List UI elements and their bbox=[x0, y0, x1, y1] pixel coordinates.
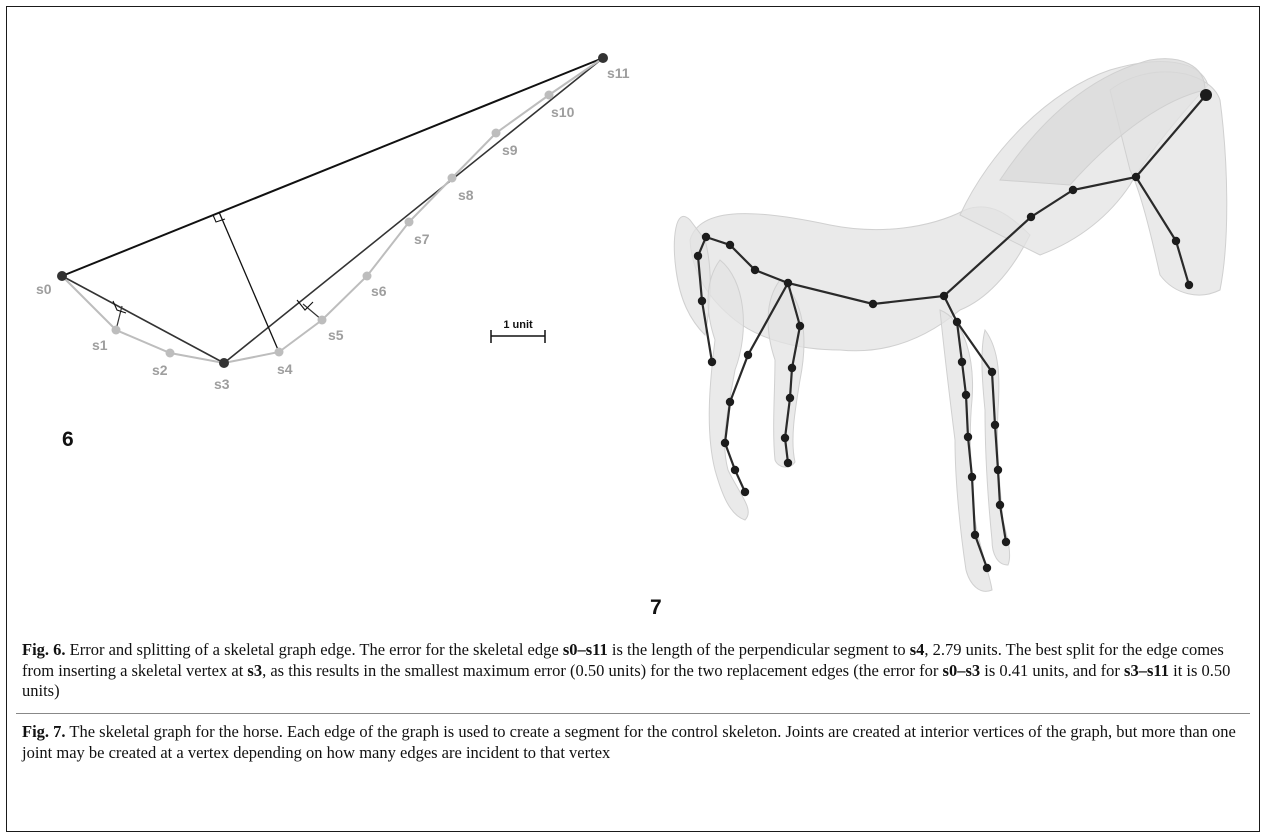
skeleton-vertex bbox=[964, 433, 972, 441]
skeleton-vertex bbox=[962, 391, 970, 399]
horse-mesh bbox=[674, 59, 1226, 592]
vertex-label-s5: s5 bbox=[328, 327, 344, 343]
fig6-caption-text-5: is 0.41 units, and for bbox=[980, 661, 1124, 680]
skeleton-vertex bbox=[1185, 281, 1193, 289]
vertex-label-s4: s4 bbox=[277, 361, 293, 377]
fig6-caption-bold-4: s0–s3 bbox=[943, 661, 981, 680]
fig6-caption: Fig. 6. Error and splitting of a skeleta… bbox=[22, 640, 1244, 702]
skeleton-vertex bbox=[788, 364, 796, 372]
skeleton-vertex bbox=[784, 459, 792, 467]
skeleton-vertex bbox=[781, 434, 789, 442]
fig6-caption-text-4: , as this results in the smallest maximu… bbox=[262, 661, 942, 680]
edge-s0-s11 bbox=[62, 58, 603, 276]
skeleton-vertex bbox=[1200, 89, 1212, 101]
polyline-s0-s11 bbox=[62, 58, 603, 363]
skeleton-vertex bbox=[1069, 186, 1077, 194]
skeleton-vertex bbox=[786, 394, 794, 402]
vertex-s8 bbox=[448, 174, 457, 183]
skeleton-vertex bbox=[698, 297, 706, 305]
vertex-label-s2: s2 bbox=[152, 362, 168, 378]
skeleton-vertex bbox=[726, 241, 734, 249]
fig7-caption-text: The skeletal graph for the horse. Each e… bbox=[22, 722, 1236, 762]
vertex-label-s11: s11 bbox=[607, 65, 630, 81]
skeleton-vertex bbox=[988, 368, 996, 376]
caption-divider bbox=[16, 713, 1250, 714]
skeleton-vertex bbox=[721, 439, 729, 447]
fig6-caption-prefix: Fig. 6. bbox=[22, 640, 66, 659]
skeleton-vertex bbox=[1002, 538, 1010, 546]
vertex-label-s9: s9 bbox=[502, 142, 518, 158]
skeleton-vertex bbox=[958, 358, 966, 366]
fig6-caption-bold-1: s0–s11 bbox=[563, 640, 608, 659]
edge-s3-s11 bbox=[224, 58, 603, 363]
fig7-number: 7 bbox=[650, 596, 662, 619]
fig7-caption-prefix: Fig. 7. bbox=[22, 722, 66, 741]
vertex-s2 bbox=[166, 349, 175, 358]
vertex-label-s6: s6 bbox=[371, 283, 387, 299]
skeleton-vertex bbox=[940, 292, 948, 300]
vertex-s7 bbox=[405, 218, 414, 227]
vertex-label-s3: s3 bbox=[214, 376, 230, 392]
skeleton-vertex bbox=[702, 233, 710, 241]
fig6-caption-bold-5: s3–s11 bbox=[1124, 661, 1169, 680]
vertex-s6 bbox=[363, 272, 372, 281]
perpendicular-s4 bbox=[219, 212, 279, 352]
skeleton-vertex bbox=[971, 531, 979, 539]
fig6-caption-text-1: Error and splitting of a skeletal graph … bbox=[66, 640, 563, 659]
skeleton-vertex bbox=[741, 488, 749, 496]
skeleton-vertex bbox=[968, 473, 976, 481]
skeleton-vertex bbox=[1132, 173, 1140, 181]
vertex-s10 bbox=[545, 91, 554, 100]
skeleton-vertex bbox=[744, 351, 752, 359]
skeleton-vertex bbox=[1027, 213, 1035, 221]
skeleton-vertex bbox=[708, 358, 716, 366]
vertex-s0 bbox=[57, 271, 67, 281]
vertex-label-s1: s1 bbox=[92, 337, 108, 353]
vertex-s3 bbox=[219, 358, 229, 368]
skeleton-vertex bbox=[991, 421, 999, 429]
skeleton-vertex bbox=[751, 266, 759, 274]
skeleton-vertex bbox=[983, 564, 991, 572]
skeleton-vertex bbox=[953, 318, 961, 326]
skeleton-vertex bbox=[784, 279, 792, 287]
fig6-caption-text-2: is the length of the perpendicular segme… bbox=[608, 640, 910, 659]
vertex-s11 bbox=[598, 53, 608, 63]
vertex-s4 bbox=[275, 348, 284, 357]
skeleton-vertex bbox=[994, 466, 1002, 474]
skeleton-vertex bbox=[996, 501, 1004, 509]
fig6-diagram: 1 unit s0 s1 s2 s3 s4 s5 s6 s7 s8 s9 s10 s11 6 bbox=[36, 53, 630, 451]
skeleton-vertex bbox=[694, 252, 702, 260]
vertex-label-s10: s10 bbox=[551, 104, 575, 120]
vertex-s1 bbox=[112, 326, 121, 335]
fig6-vertices: s0 s1 s2 s3 s4 s5 s6 s7 s8 s9 s10 s11 bbox=[36, 53, 630, 392]
skeleton-vertex bbox=[731, 466, 739, 474]
skeleton-vertex bbox=[726, 398, 734, 406]
skeleton-vertex bbox=[1172, 237, 1180, 245]
fig7-horse-illustration: 7 bbox=[650, 59, 1227, 619]
fig6-caption-bold-2: s4 bbox=[910, 640, 925, 659]
vertex-s5 bbox=[318, 316, 327, 325]
fig7-caption: Fig. 7. The skeletal graph for the horse… bbox=[22, 722, 1244, 763]
skeleton-vertex bbox=[869, 300, 877, 308]
scale-bar-label: 1 unit bbox=[503, 319, 533, 331]
edge-s0-s3 bbox=[62, 276, 224, 363]
vertex-label-s8: s8 bbox=[458, 187, 474, 203]
vertex-label-s7: s7 bbox=[414, 231, 430, 247]
skeleton-vertex bbox=[796, 322, 804, 330]
vertex-label-s0: s0 bbox=[36, 281, 52, 297]
vertex-s9 bbox=[492, 129, 501, 138]
fig6-number: 6 bbox=[62, 428, 74, 451]
fig6-caption-bold-3: s3 bbox=[247, 661, 262, 680]
